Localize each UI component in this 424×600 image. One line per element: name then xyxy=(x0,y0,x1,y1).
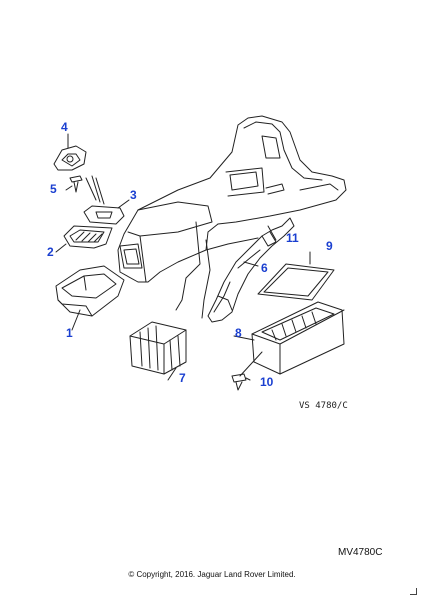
part-9-mat xyxy=(257,263,335,301)
callout-3: 3 xyxy=(130,188,137,202)
part-1-storage-tray xyxy=(55,265,125,317)
callout-4: 4 xyxy=(61,120,68,134)
part-7-cassette-holder xyxy=(129,321,187,375)
part-8-storage-bin xyxy=(251,301,345,375)
callout-11: 11 xyxy=(286,231,299,245)
callout-5: 5 xyxy=(50,182,57,196)
callout-10: 10 xyxy=(260,375,274,389)
callout-6: 6 xyxy=(261,261,268,275)
part-4-hinge-clip xyxy=(53,145,87,171)
part-3-lid xyxy=(83,175,125,225)
center-console xyxy=(117,115,347,319)
callout-8: 8 xyxy=(235,326,242,340)
part-5-screw xyxy=(69,175,83,193)
copyright-notice: © Copyright, 2016. Jaguar Land Rover Lim… xyxy=(128,570,296,579)
callout-1: 1 xyxy=(66,326,73,340)
callout-2: 2 xyxy=(47,245,54,259)
part-2-lid-insert xyxy=(63,225,113,249)
callout-9: 9 xyxy=(326,239,333,253)
part-10-fastener xyxy=(231,351,263,391)
part-6-handbrake-gaiter xyxy=(207,217,295,323)
figure-code: MV4780C xyxy=(338,547,383,558)
callout-7: 7 xyxy=(179,371,186,385)
drawing-reference: VS 4780/C xyxy=(299,401,348,411)
leader-lines xyxy=(55,133,311,381)
corner-mark xyxy=(410,588,417,595)
